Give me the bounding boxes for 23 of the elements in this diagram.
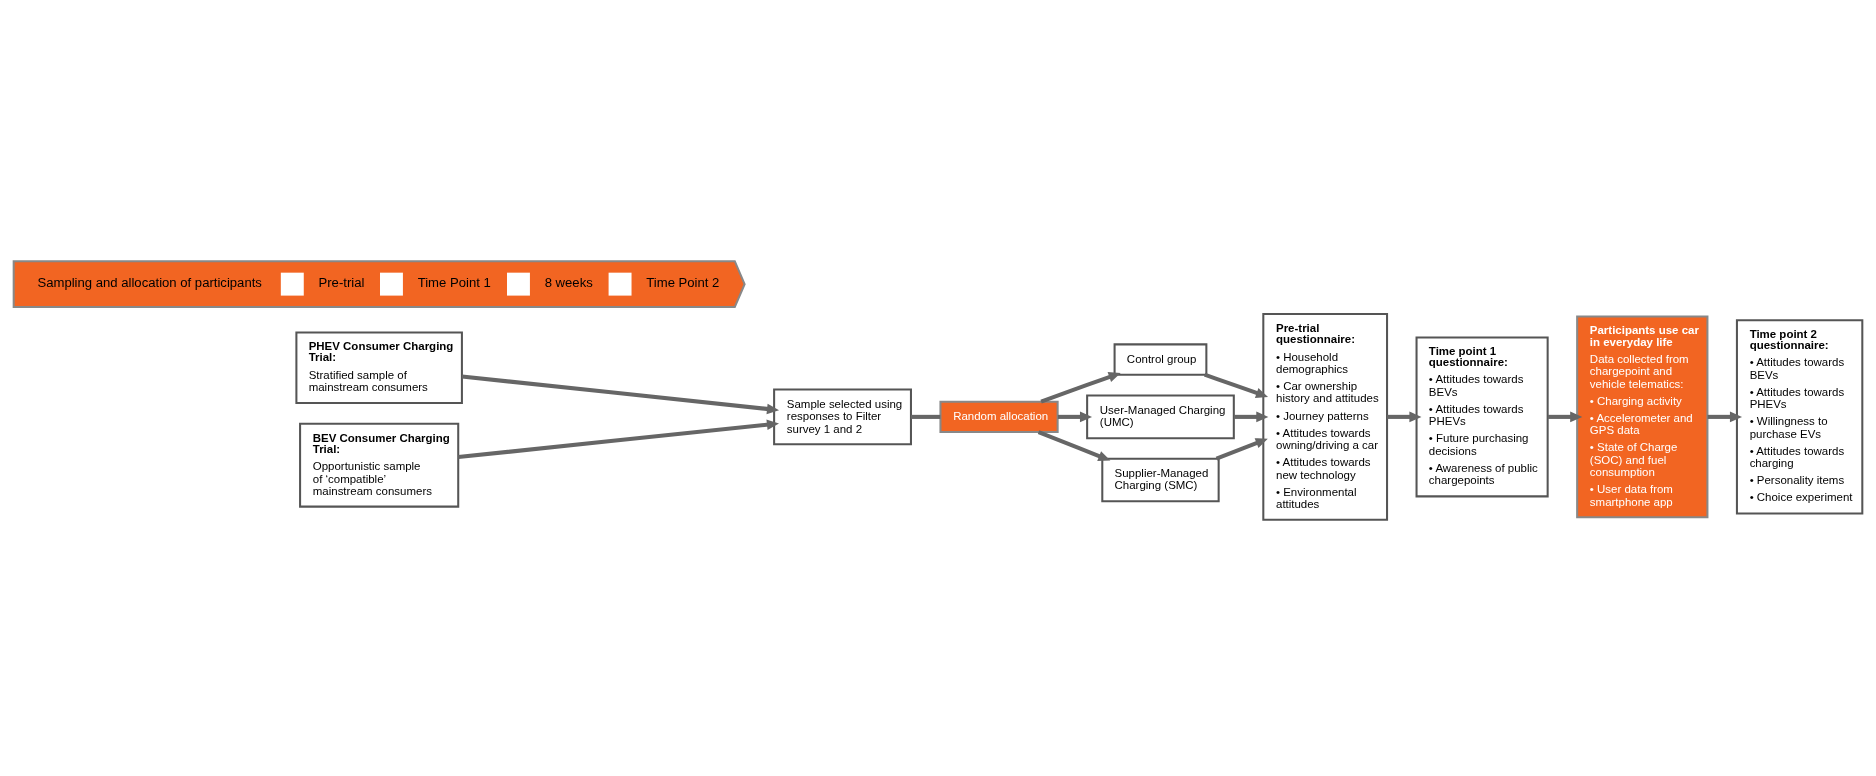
arrow <box>458 419 779 460</box>
node-box: Pre-trial questionnaire: • Household demographics • Car ownership history and attitudes • Journey patterns • Attitudes towards owning/driving a car • Attitudes towards new technology • Environmental attitudes <box>1262 313 1389 521</box>
arrow <box>1057 411 1093 423</box>
arrow <box>1037 430 1111 461</box>
node-box: Time point 2 questionnaire: • Attitudes towards BEVs • Attitudes towards PHEVs • Willingness to purchase EVs • Attitudes towards charging • Personality items • Choice experiment <box>1735 319 1864 515</box>
node-box: BEV Consumer Charging Trial: Opportunistic sample of ‘compatible’ mainstream consumers <box>299 422 460 508</box>
node-box: User-Managed Charging (UMC) <box>1086 394 1235 440</box>
arrow <box>1547 411 1583 423</box>
arrow <box>1707 411 1742 423</box>
arrow <box>1203 372 1269 398</box>
node-box: Participants use car in everyday life Data collected from chargepoint and vehicle telematics: • Charging activity • Accelerometer and GPS data • State of Charge (SOC) and fuel consumption • User data from smartphone app <box>1576 315 1709 519</box>
connector <box>911 414 941 419</box>
arrow <box>1215 438 1268 461</box>
arrow <box>1234 411 1269 423</box>
node-box: Supplier-Managed Charging (SMC) <box>1101 457 1220 503</box>
arrow <box>1387 411 1422 423</box>
node-box: PHEV Consumer Charging Trial: Stratified sample of mainstream consumers <box>295 331 463 404</box>
node-box: Sample selected using responses to Filter survey 1 and 2 <box>773 388 912 446</box>
node-box: Random allocation <box>939 400 1059 434</box>
node-box: Control group <box>1113 343 1208 376</box>
arrow <box>461 374 780 415</box>
node-box: Time point 1 questionnaire: • Attitudes towards BEVs • Attitudes towards PHEVs • Future purchasing decisions • Awareness of public chargepoints <box>1415 336 1549 498</box>
arrow <box>1040 372 1121 404</box>
